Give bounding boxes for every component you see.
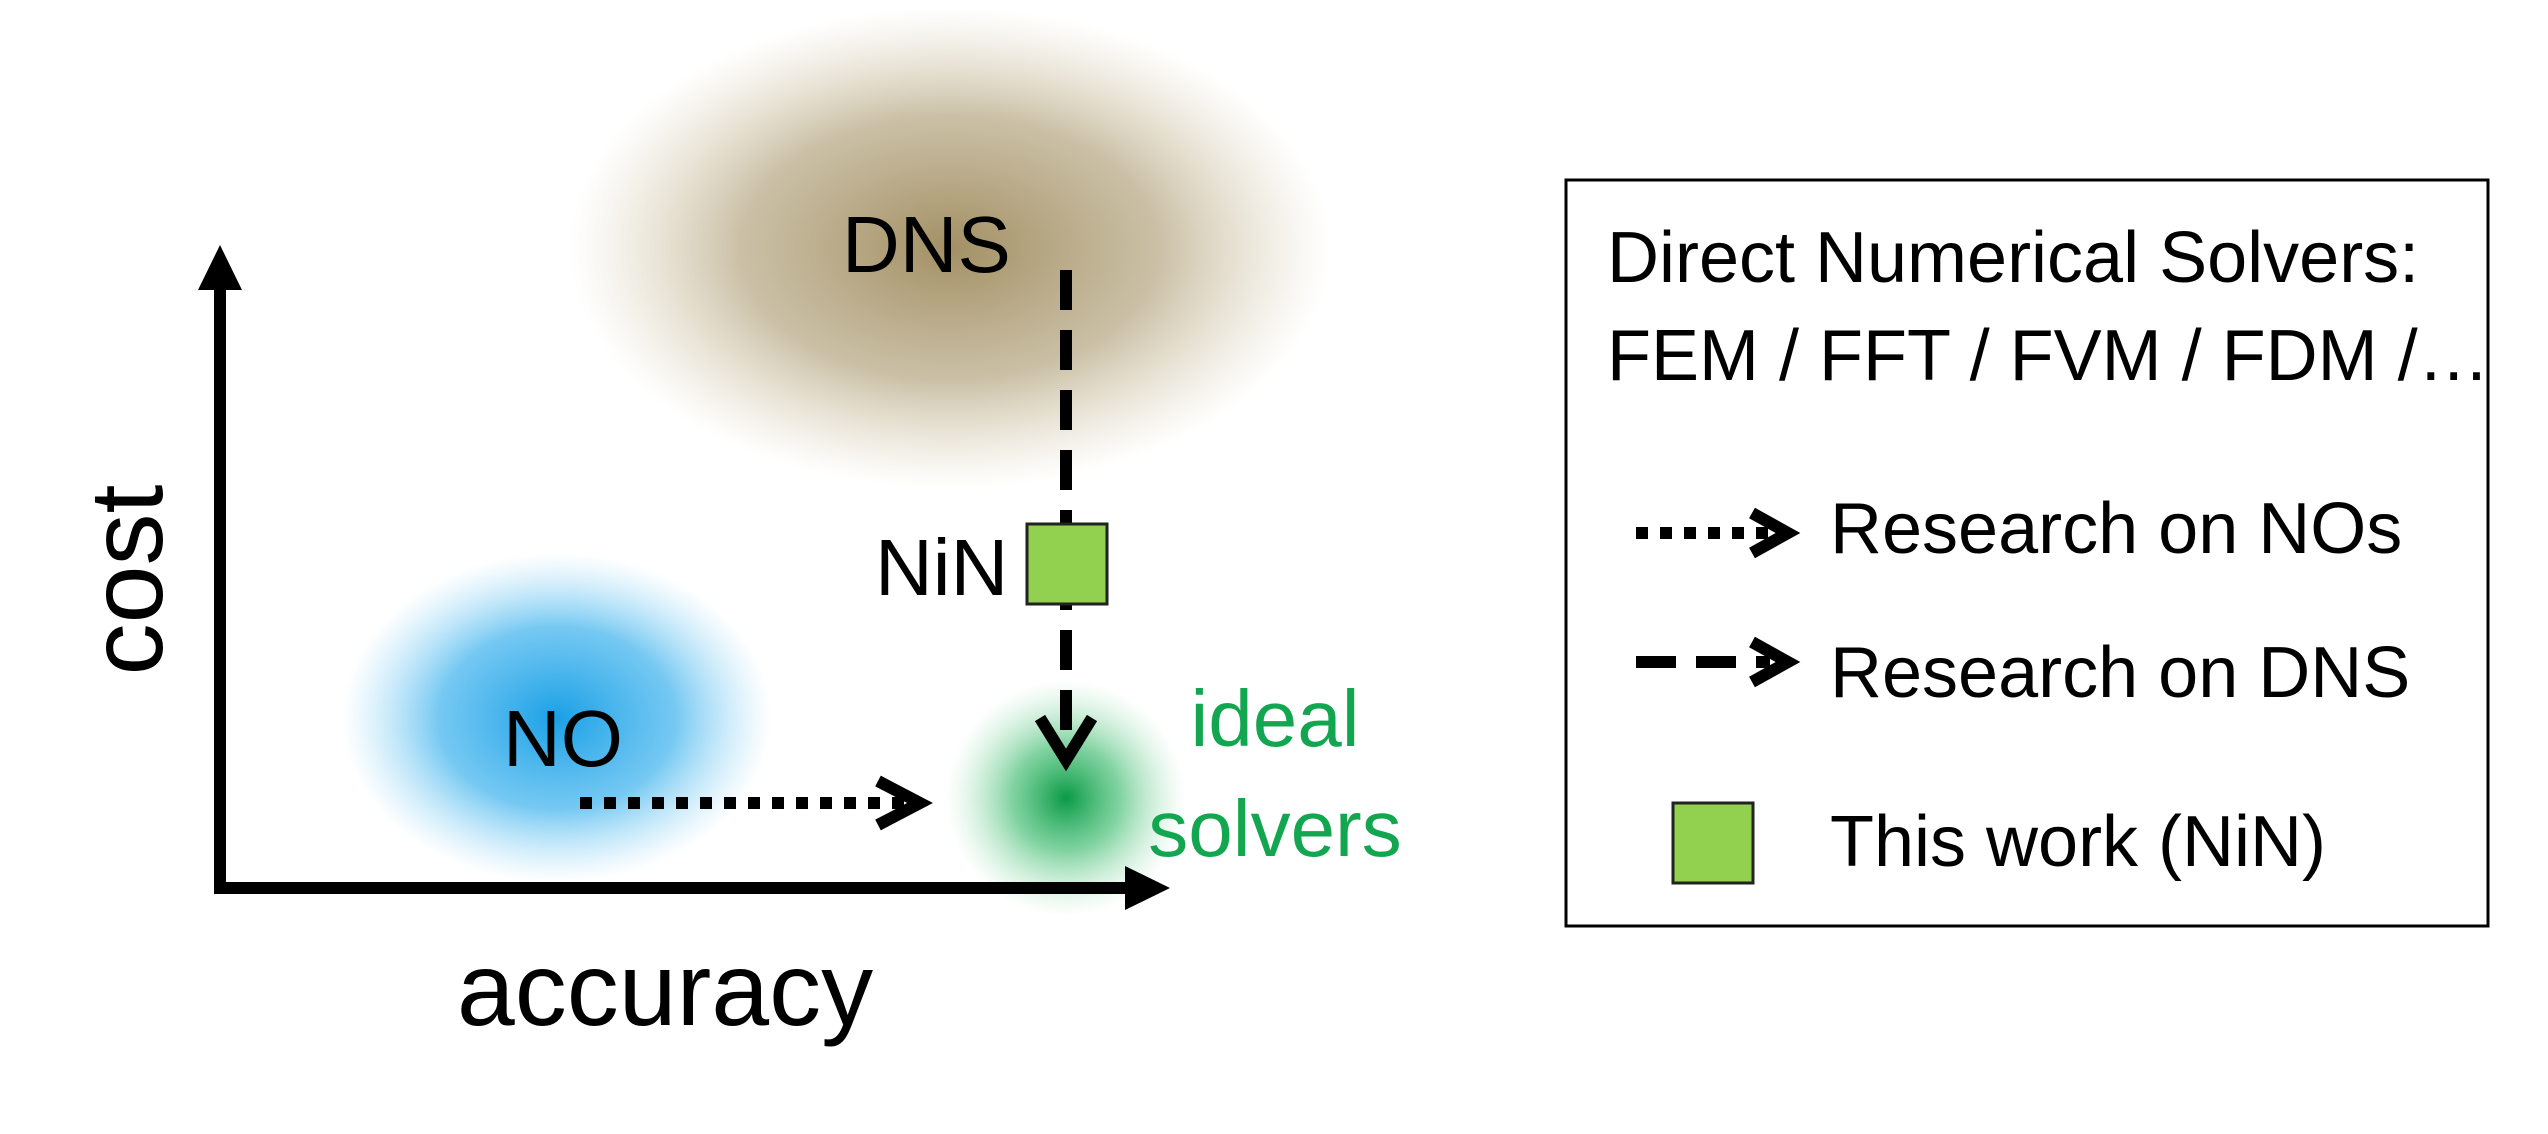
- legend-item-this-work: This work (NiN): [1830, 802, 2326, 882]
- x-axis-label: accuracy: [457, 932, 873, 1048]
- legend-title-line2: FEM / FFT / FVM / FDM /…: [1607, 316, 2490, 396]
- legend-green-square: [1671, 801, 1755, 885]
- no-research-arrowhead: [875, 775, 933, 831]
- legend-title-line1: Direct Numerical Solvers:: [1607, 218, 2419, 298]
- solvers-label: solvers: [1148, 784, 1401, 873]
- nin-square: [1025, 522, 1109, 606]
- dns-research-arrowhead: [1034, 714, 1098, 772]
- x-axis-arrowhead: [1125, 866, 1170, 910]
- legend-item-dns: Research on DNS: [1830, 633, 2410, 713]
- legend-item-nos: Research on NOs: [1830, 489, 2402, 569]
- legend-dashed-arrowhead: [1749, 636, 1801, 688]
- ideal-region-glow: [946, 680, 1186, 916]
- dns-label: DNS: [842, 200, 1011, 289]
- no-label: NO: [503, 694, 623, 783]
- nin-label: NiN: [875, 523, 1008, 612]
- y-axis-arrowhead: [198, 245, 242, 290]
- dns-region-glow: [570, 8, 1330, 488]
- no-region-glow: [342, 553, 772, 883]
- legend-dotted-arrowhead: [1749, 507, 1801, 559]
- y-axis-label: cost: [69, 485, 185, 676]
- ideal-label: ideal: [1190, 674, 1359, 763]
